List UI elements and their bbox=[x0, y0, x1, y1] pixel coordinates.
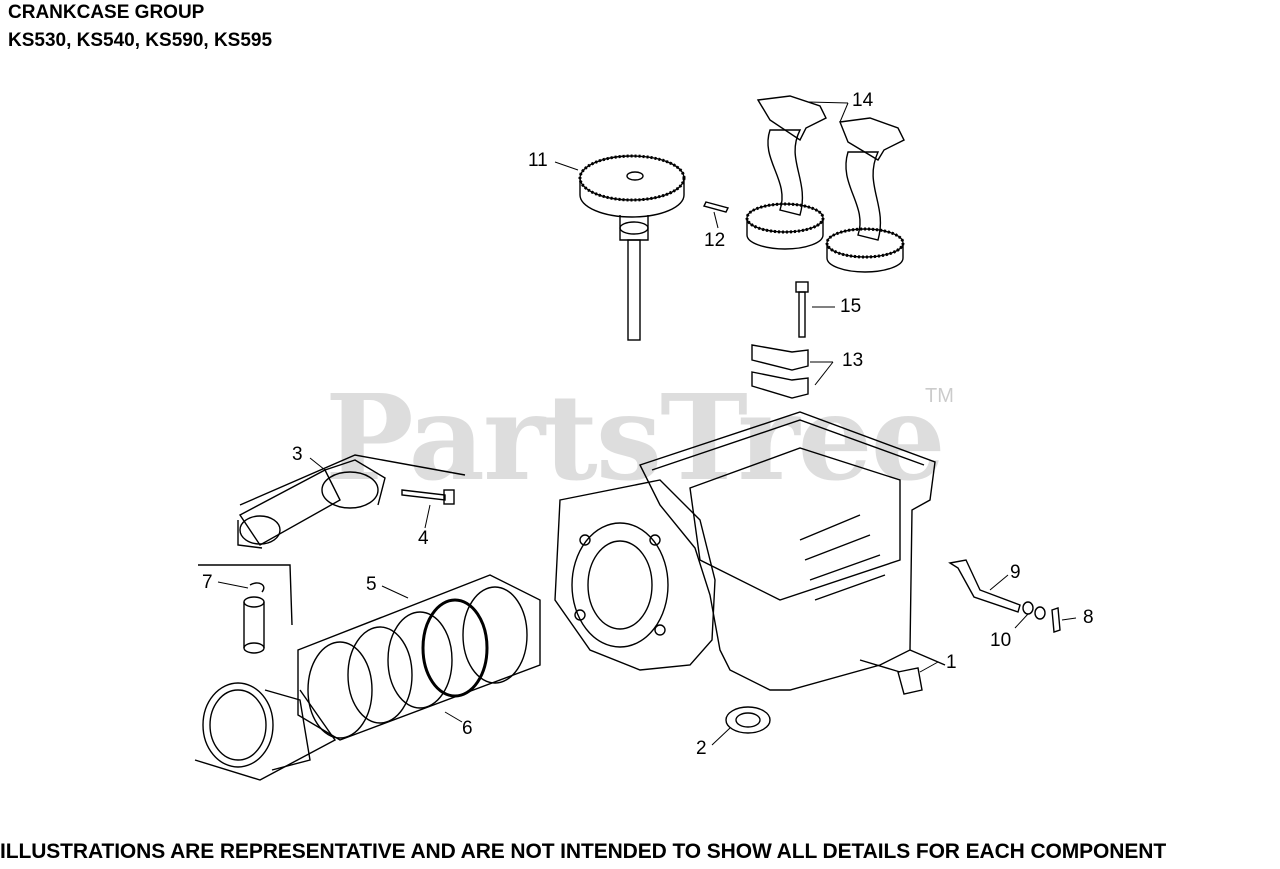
callout-8: 8 bbox=[1083, 607, 1094, 628]
model-numbers: KS530, KS540, KS590, KS595 bbox=[8, 30, 273, 51]
part-2-oil-seal[interactable] bbox=[725, 706, 771, 734]
part-7-piston-pin[interactable] bbox=[198, 564, 293, 654]
callout-15: 15 bbox=[840, 296, 862, 317]
part-9-tube[interactable] bbox=[948, 559, 1021, 613]
part-8-screw[interactable] bbox=[1051, 607, 1061, 633]
callout-3: 3 bbox=[292, 444, 303, 465]
part-4-rod-bolt[interactable] bbox=[401, 489, 455, 505]
disclaimer-text: ILLUSTRATIONS ARE REPRESENTATIVE AND ARE… bbox=[0, 840, 1167, 863]
callout-13: 13 bbox=[842, 350, 864, 371]
diagram-title: CRANKCASE GROUP bbox=[8, 2, 205, 23]
watermark-logo: PartsTree bbox=[325, 368, 946, 507]
callout-4: 4 bbox=[418, 528, 429, 549]
callout-leaders bbox=[217, 101, 1077, 746]
callout-11: 11 bbox=[528, 150, 548, 171]
part-14-cam-followers[interactable] bbox=[745, 95, 905, 273]
part-1-plug[interactable] bbox=[897, 667, 923, 695]
callout-5: 5 bbox=[366, 574, 377, 595]
part-3-connecting-rod[interactable] bbox=[237, 454, 466, 549]
piston[interactable] bbox=[194, 682, 337, 781]
callout-14: 14 bbox=[852, 90, 874, 111]
callout-2: 2 bbox=[696, 738, 707, 759]
callout-7: 7 bbox=[202, 572, 213, 593]
crankcase-block[interactable] bbox=[554, 411, 946, 691]
callout-9: 9 bbox=[1010, 562, 1021, 583]
part-15-bolt[interactable] bbox=[795, 281, 809, 338]
part-12-pin[interactable] bbox=[702, 201, 730, 213]
callout-12: 12 bbox=[704, 230, 726, 251]
part-13-brackets[interactable] bbox=[751, 344, 809, 399]
watermark-trademark: TM bbox=[925, 385, 954, 407]
callout-10: 10 bbox=[990, 630, 1012, 651]
callout-6: 6 bbox=[462, 718, 473, 739]
part-11-cam-gear[interactable] bbox=[578, 154, 686, 341]
callout-1: 1 bbox=[946, 652, 957, 673]
part-5-6-piston-rings[interactable] bbox=[297, 574, 541, 741]
